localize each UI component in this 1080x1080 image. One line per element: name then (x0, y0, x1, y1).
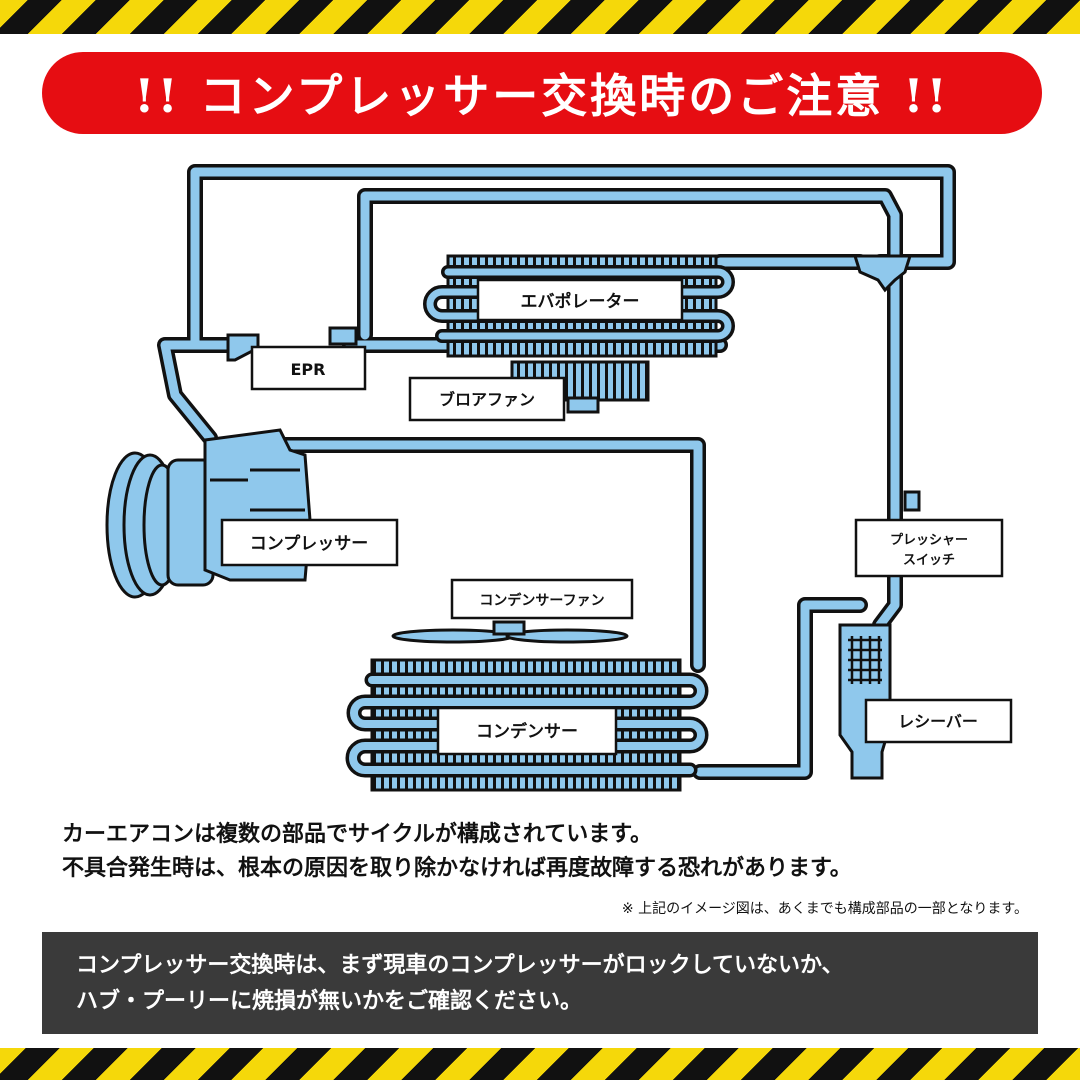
svg-text:コンプレッサー: コンプレッサー (250, 533, 369, 554)
svg-text:レシーバー: レシーバー (898, 712, 978, 731)
label-receiver: レシーバー (864, 698, 1013, 744)
compressor-graphic (105, 428, 312, 599)
svg-text:エバポレーター: エバポレーター (521, 291, 640, 312)
label-compressor: コンプレッサー (220, 518, 399, 567)
pressure-switch-fitting (903, 490, 921, 512)
hazard-stripe-bottom (0, 1048, 1080, 1080)
label-condenser: コンデンサー (436, 706, 618, 756)
label-evaporator: エバポレーター (476, 278, 684, 322)
condenser-fan-graphic (391, 620, 629, 644)
hazard-stripe-top (0, 0, 1080, 34)
label-condenser-fan: コンデンサーファン (450, 578, 634, 620)
label-blower-fan: ブロアファン (408, 376, 566, 422)
description-line-2: 不具合発生時は、根本の原因を取り除かなければ再度故障する恐れがあります。 (62, 856, 852, 881)
svg-text:スイッチ: スイッチ (903, 553, 955, 568)
notice-line-2: ハブ・プーリーに焼損が無いかをご確認ください。 (76, 989, 583, 1014)
label-pressure-switch: プレッシャー スイッチ (854, 518, 1004, 578)
notice-box: コンプレッサー交換時は、まず現車のコンプレッサーがロックしていないか、 ハブ・プ… (42, 932, 1038, 1034)
ac-cycle-diagram: エバポレーター EPR ブロアファン コンプレッサー プレッシャー スイッチ コ… (105, 164, 1013, 792)
svg-text:ブロアファン: ブロアファン (439, 390, 535, 409)
description-line-1: カーエアコンは複数の部品でサイクルが構成されています。 (62, 822, 653, 847)
svg-text:コンデンサーファン: コンデンサーファン (479, 592, 604, 609)
svg-text:コンデンサー: コンデンサー (476, 721, 578, 742)
label-epr: EPR (250, 345, 367, 391)
footnote: ※ 上記のイメージ図は、あくまでも構成部品の一部となります。 (621, 901, 1028, 917)
title-banner: !! コンプレッサー交換時のご注意 !! (42, 52, 1042, 134)
epr-valve-graphic (226, 326, 358, 362)
description: カーエアコンは複数の部品でサイクルが構成されています。 不具合発生時は、根本の原… (62, 818, 852, 886)
page-title: !! コンプレッサー交換時のご注意 !! (134, 69, 950, 123)
refrigerant-pipes (157, 164, 956, 780)
svg-text:EPR: EPR (291, 360, 326, 379)
svg-text:プレッシャー: プレッシャー (890, 533, 968, 548)
notice-line-1: コンプレッサー交換時は、まず現車のコンプレッサーがロックしていないか、 (76, 953, 844, 978)
expansion-valve-graphic (852, 254, 913, 293)
